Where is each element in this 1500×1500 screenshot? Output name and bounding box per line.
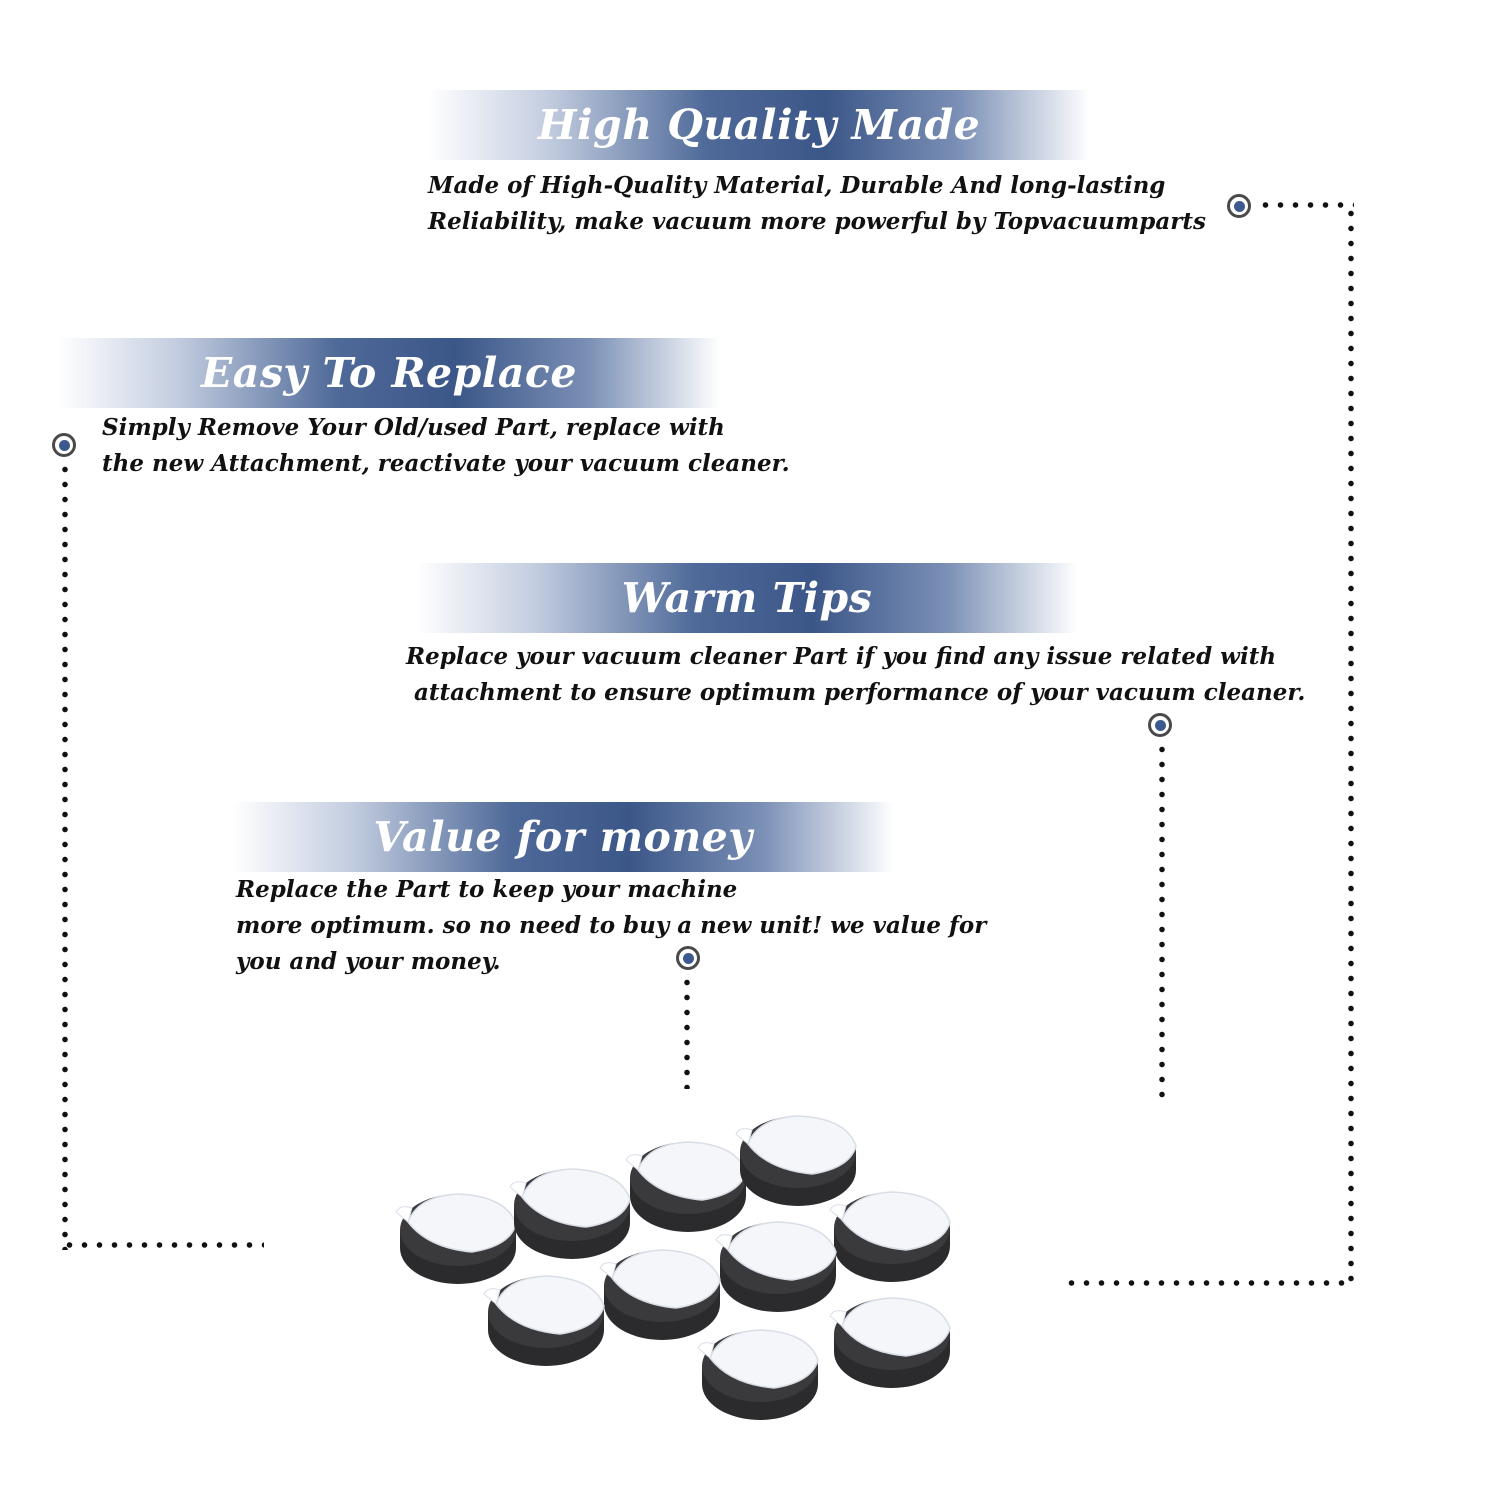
foam-filter-pad: [829, 1297, 951, 1389]
description-line: Replace your vacuum cleaner Part if you …: [406, 643, 1277, 670]
description-warm-tips: Replace your vacuum cleaner Part if you …: [406, 639, 1305, 711]
foam-filter-pad: [599, 1249, 721, 1341]
banner-title: High Quality Made: [537, 101, 981, 149]
marker-icon: [1148, 713, 1172, 737]
foam-filter-pad: [509, 1168, 631, 1260]
description-line: more optimum. so no need to buy a new un…: [236, 912, 987, 939]
description-line: you and your money.: [236, 948, 501, 975]
description-line: the new Attachment, reactivate your vacu…: [102, 450, 790, 477]
dotted-connector: [1064, 1280, 1352, 1286]
marker-icon: [52, 433, 76, 457]
banner-high-quality: High Quality Made: [428, 90, 1090, 160]
foam-filter-pad: [735, 1115, 857, 1207]
description-line: Reliability, make vacuum more powerful b…: [428, 208, 1206, 235]
description-value-money: Replace the Part to keep your machine mo…: [236, 872, 986, 980]
banner-title: Value for money: [373, 813, 753, 861]
dotted-connector: [1258, 202, 1354, 208]
description-line: attachment to ensure optimum performance…: [406, 679, 1306, 706]
banner-value-money: Value for money: [232, 802, 894, 872]
marker-icon: [676, 946, 700, 970]
marker-icon: [1227, 194, 1251, 218]
product-image: [395, 1115, 951, 1421]
description-line: Replace the Part to keep your machine: [236, 876, 738, 903]
dotted-connector: [1159, 742, 1165, 1104]
foam-filter-pad: [829, 1191, 951, 1283]
dotted-connector: [62, 462, 68, 1250]
foam-filter-pad: [697, 1329, 819, 1421]
description-line: Simply Remove Your Old/used Part, replac…: [102, 414, 725, 441]
banner-title: Easy To Replace: [201, 349, 577, 397]
foam-filter-pad: [625, 1141, 747, 1233]
banner-easy-replace: Easy To Replace: [58, 338, 720, 408]
banner-title: Warm Tips: [621, 574, 873, 622]
foam-filter-pad: [395, 1193, 517, 1285]
description-easy-replace: Simply Remove Your Old/used Part, replac…: [102, 410, 790, 482]
description-line: Made of High-Quality Material, Durable A…: [428, 172, 1166, 199]
foam-filter-pad: [715, 1221, 837, 1313]
dotted-connector: [684, 975, 690, 1089]
dotted-connector: [1348, 206, 1354, 1288]
banner-warm-tips: Warm Tips: [416, 563, 1078, 633]
dotted-connector: [62, 1242, 264, 1248]
description-high-quality: Made of High-Quality Material, Durable A…: [428, 168, 1206, 240]
foam-filter-pad: [483, 1275, 605, 1367]
